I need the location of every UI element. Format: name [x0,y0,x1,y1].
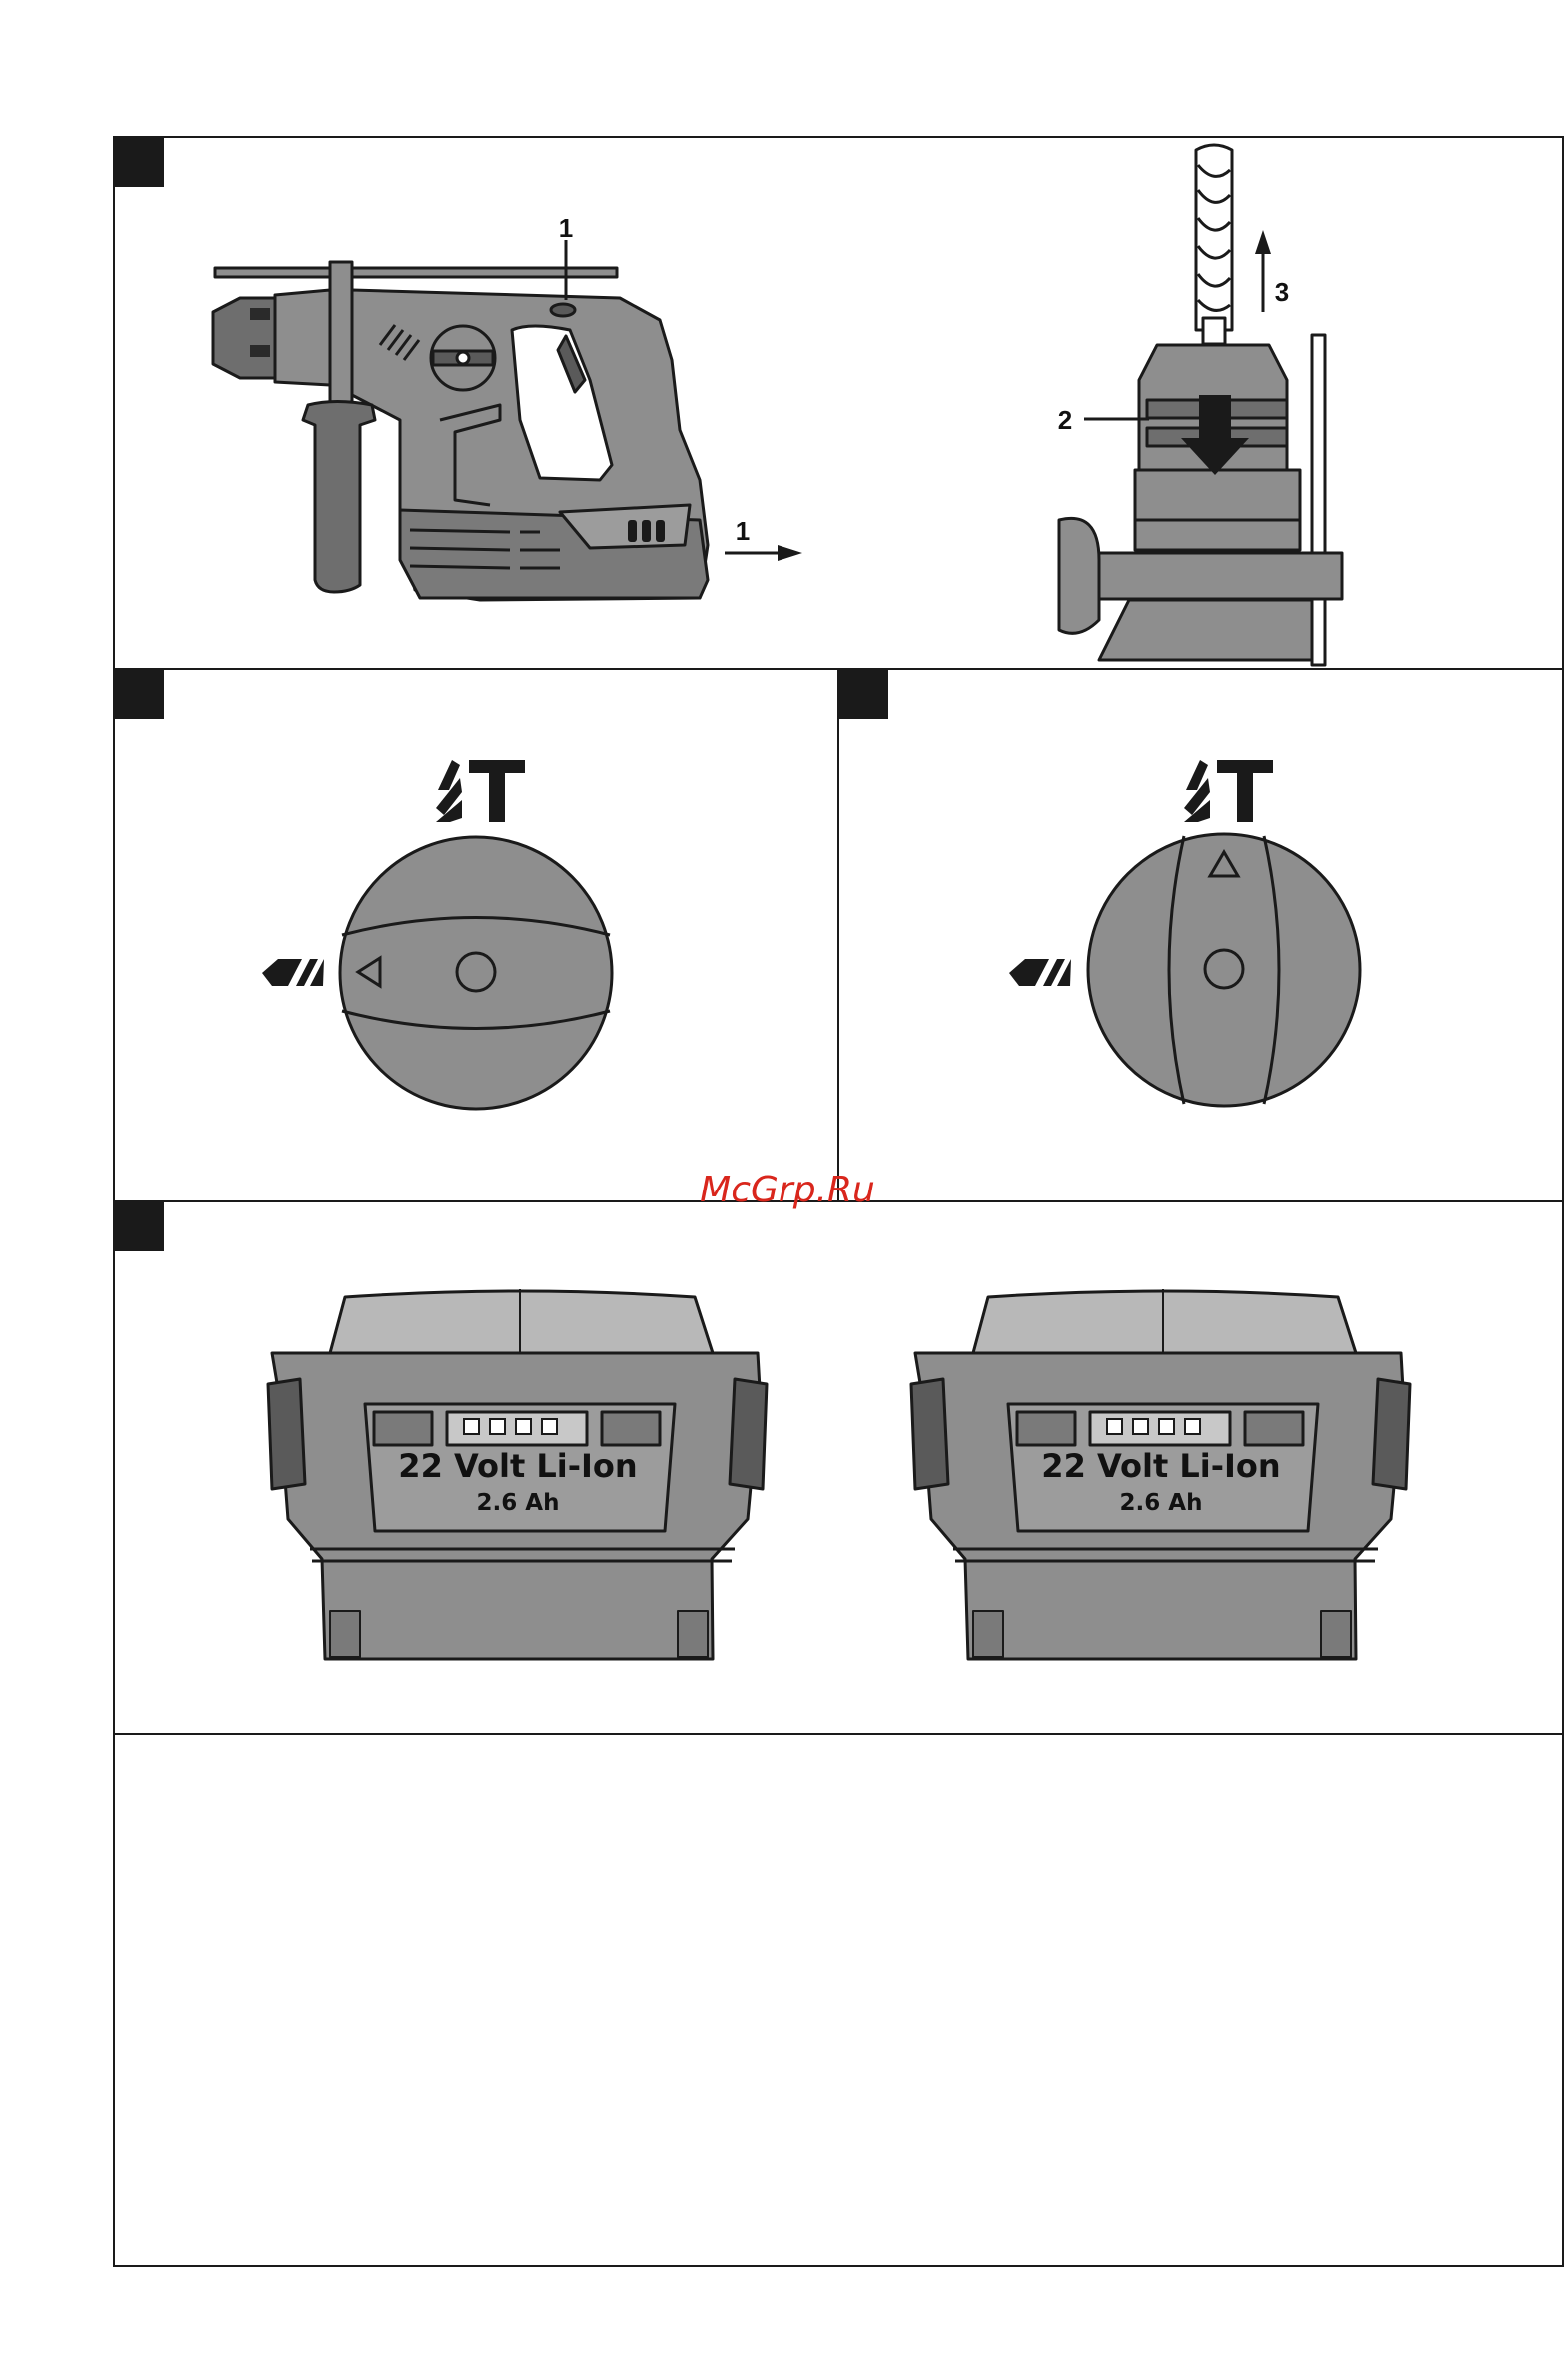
housing-lower [1099,600,1312,660]
callout-label-3: 3 [1275,277,1289,307]
watermark: McGrp.Ru [700,1170,875,1210]
chuck-base [1135,470,1300,550]
battery-pack-left: 22 Volt Li-Ion 2.6 Ah [268,1289,767,1659]
drilling-icon [262,959,324,986]
panel-marker-2 [114,669,164,719]
lock-button [551,304,575,316]
handle-clamp [1085,553,1342,599]
callout-label-2: 2 [1058,405,1072,435]
callout-lock: 1 [559,213,573,300]
empty-panel [115,1735,1562,2265]
battery-voltage-label: 22 Volt Li-Ion [398,1447,637,1485]
panel-marker-4 [114,1201,164,1251]
hammer-drilling-icon [436,760,525,822]
battery-capacity-label: 2.6 Ah [477,1490,560,1516]
hammer-drilling-icon [1184,760,1273,822]
rotary-hammer-illustration [213,262,708,600]
callout-slide: 1 [725,516,802,561]
battery-pack-right: 22 Volt Li-Ion 2.6 Ah [911,1289,1410,1659]
callout-label-1b: 1 [736,516,750,546]
panel-marker-1 [114,137,164,187]
panel-marker-3 [838,669,888,719]
callout-release: 3 [1255,230,1289,312]
front-barrel [275,290,330,385]
depth-gauge-rod [215,268,617,277]
depth-gauge-clamp [330,262,352,402]
depth-rod-vertical [1312,335,1325,665]
battery-capacity-label: 2.6 Ah [1120,1490,1203,1516]
drilling-icon [1009,959,1071,986]
selector-drilling-mode [262,760,612,1109]
battery-release-button [628,520,665,542]
side-handle [303,402,375,593]
callout-label-1a: 1 [559,213,573,243]
battery-voltage-label: 22 Volt Li-Ion [1041,1447,1280,1485]
arrow-up-icon [1255,230,1271,254]
callout-chuck: 2 [1058,405,1149,435]
selector-hammer-drilling-mode [1009,760,1360,1106]
side-handle-grip [1059,518,1099,633]
arrow-right-icon [778,545,802,561]
